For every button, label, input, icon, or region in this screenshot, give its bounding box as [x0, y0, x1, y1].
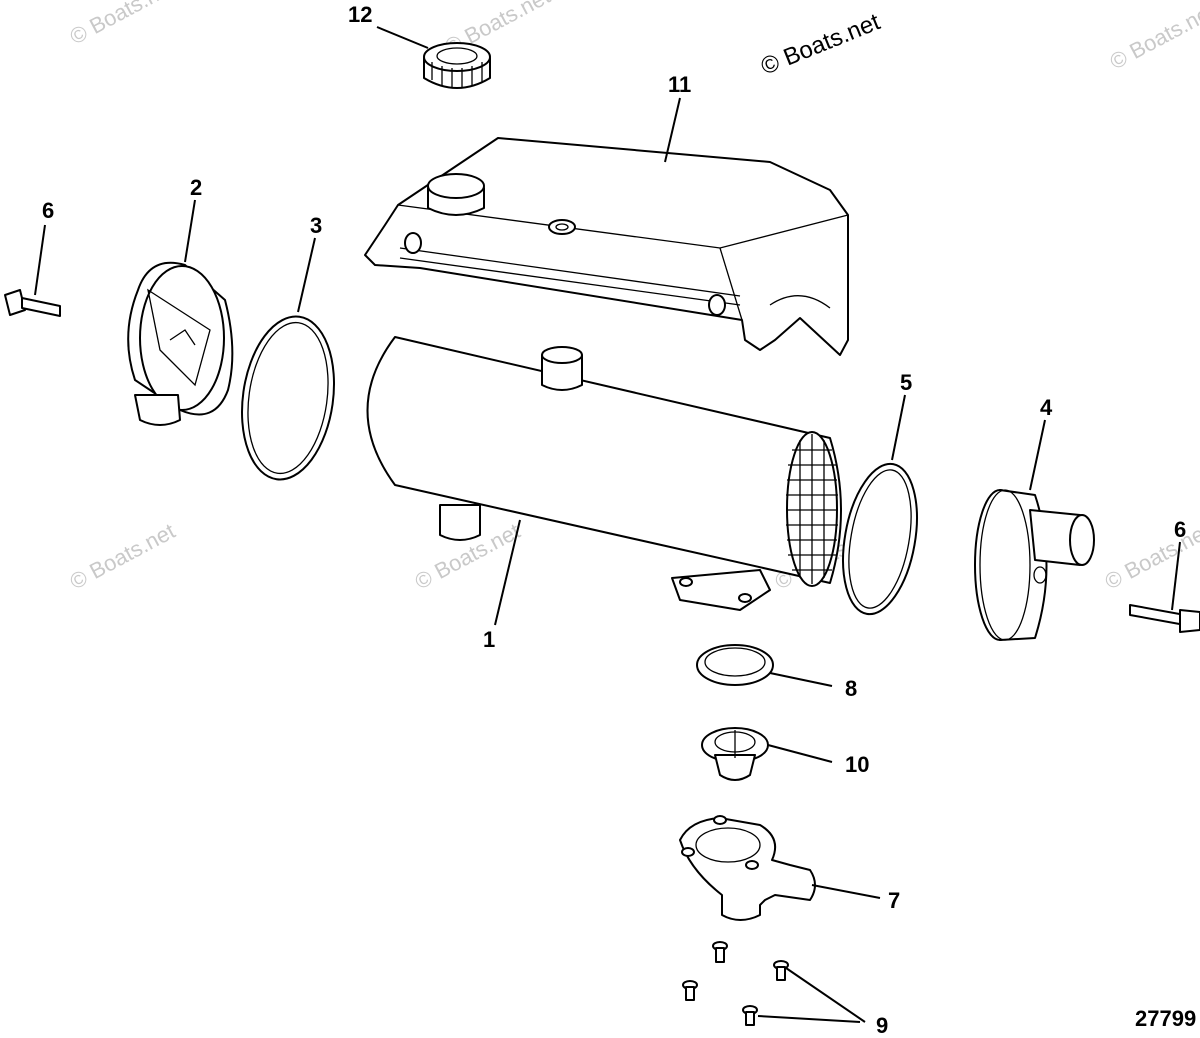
part-8-seal-ring[interactable]: [696, 644, 774, 686]
callout-8[interactable]: 8: [845, 676, 857, 701]
callout-4[interactable]: 4: [1040, 395, 1053, 420]
leader-line-1: [494, 519, 521, 626]
leader-line-10: [767, 744, 833, 763]
part-10-thermostat[interactable]: [701, 727, 769, 781]
leader-line-5: [891, 394, 906, 461]
leader-line-8: [769, 672, 833, 687]
watermark-text: © Boats.net: [66, 518, 180, 594]
callout-12[interactable]: 12: [348, 2, 372, 27]
leader-line-9a: [785, 967, 866, 1023]
part-3-o-ring[interactable]: [232, 311, 344, 486]
callout-9[interactable]: 9: [876, 1013, 888, 1038]
callout-10[interactable]: 10: [845, 752, 869, 777]
callout-1[interactable]: 1: [483, 627, 495, 652]
leader-line-4: [1029, 419, 1046, 491]
leader-line-7: [811, 884, 881, 899]
part-7-thermostat-housing[interactable]: [679, 815, 816, 921]
screw: [773, 960, 789, 981]
callout-5[interactable]: 5: [900, 370, 912, 395]
callout-11[interactable]: 11: [668, 72, 691, 97]
screw: [742, 1005, 758, 1026]
callouts: 12 11 2 3 6 5 4 6 1 8 10 7 9: [42, 2, 1186, 1038]
watermark-primary: © Boats.net: [757, 8, 884, 80]
leader-line-3: [297, 237, 316, 313]
callout-3[interactable]: 3: [310, 213, 322, 238]
leader-line-6-right: [1171, 541, 1181, 611]
callout-7[interactable]: 7: [888, 888, 900, 913]
part-11-coolant-reservoir[interactable]: [364, 137, 849, 356]
callout-2[interactable]: 2: [190, 175, 202, 200]
leader-lines: [34, 26, 1181, 1023]
leader-line-11: [664, 97, 681, 163]
tube-bundle: [786, 434, 838, 584]
watermark-text: © Boats.net: [66, 0, 180, 49]
callout-6-right[interactable]: 6: [1174, 517, 1186, 542]
watermark-text: © Boats.net: [1106, 0, 1200, 74]
part-4-end-cap[interactable]: [974, 489, 1095, 641]
part-6-bolt-left[interactable]: [4, 289, 61, 317]
screw: [682, 980, 698, 1001]
part-12-pressure-cap[interactable]: [423, 42, 491, 89]
leader-line-12: [376, 26, 429, 49]
part-9-screws[interactable]: [682, 941, 789, 1026]
screw: [712, 941, 728, 963]
part-1-heat-exchanger[interactable]: [366, 336, 842, 611]
callout-6-left[interactable]: 6: [42, 198, 54, 223]
leader-line-6-left: [34, 224, 46, 296]
part-5-o-ring[interactable]: [832, 458, 927, 620]
leader-line-2: [184, 199, 196, 263]
diagram-code: 27799: [1135, 1006, 1196, 1031]
part-2-end-cap[interactable]: [127, 261, 234, 426]
leader-line-9b: [757, 1015, 861, 1023]
part-6-bolt-right[interactable]: [1129, 604, 1200, 633]
